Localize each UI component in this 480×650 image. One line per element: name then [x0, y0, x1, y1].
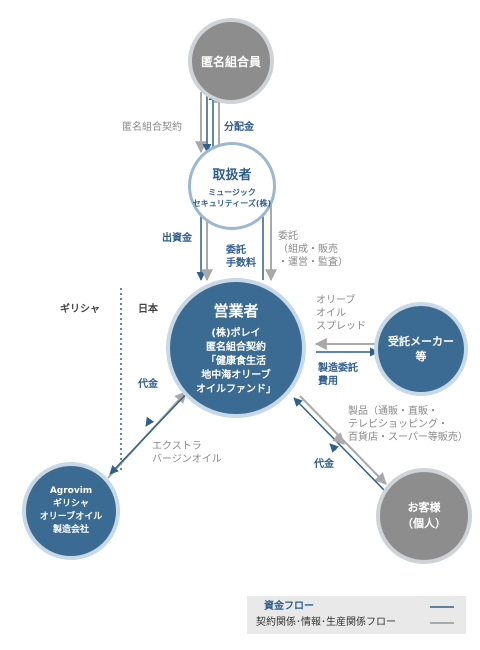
label-japan: 日本 — [138, 304, 158, 315]
handler-title: 取扱者 — [212, 167, 252, 183]
label-greece: ギリシャ — [60, 304, 100, 315]
money-line — [145, 416, 155, 427]
label-investment: 出資金 — [162, 233, 192, 244]
contract-line — [332, 432, 345, 445]
agrovim-node: Agrovim ギリシャ オリーブオイル 製造会社 — [22, 462, 120, 560]
label-price-left: 代金 — [138, 379, 158, 390]
legend-money-text: 資金フロー — [264, 601, 314, 612]
handler-subtitle: ミュージック セキュリティーズ(株) — [192, 187, 272, 208]
label-products: 製品（通販・直販・ テレビショッピング・ 百貨店・スーパー等販売） — [348, 406, 468, 443]
agrovim-label: Agrovim ギリシャ オリーブオイル 製造会社 — [39, 486, 103, 535]
label-olive-spread: オリーブ オイル スプレッド — [316, 295, 366, 332]
legend-box — [247, 596, 466, 634]
operator-title: 営業者 — [213, 301, 259, 320]
customer-label: お客様 （個人） — [402, 501, 446, 530]
label-entrust: 委託 （組成・販売 ・運営・監査） — [278, 231, 348, 268]
money-line — [109, 389, 191, 475]
label-fee: 委託 手数料 — [226, 245, 256, 269]
maker-label: 受託メーカー 等 — [388, 335, 454, 363]
legend-contract-text: 契約関係･情報･生産関係フロー — [256, 617, 396, 628]
customer-node: お客様 （個人） — [376, 468, 472, 564]
operator-body: (株)ポレイ 匿名組合契約 「健康食生活 地中海オリーブ オイルファンド」 — [196, 327, 276, 395]
label-contract: 匿名組合契約 — [122, 122, 182, 133]
operator-node: 営業者 (株)ポレイ 匿名組合契約 「健康食生活 地中海オリーブ オイルファンド… — [166, 278, 306, 418]
maker-node: 受託メーカー 等 — [374, 302, 468, 396]
label-price-right: 代金 — [314, 459, 334, 470]
investor-node: 匿名組合員 — [188, 18, 274, 104]
handler-node: 取扱者 ミュージック セキュリティーズ(株) — [188, 142, 276, 230]
investor-label: 匿名組合員 — [200, 54, 261, 69]
money-line — [329, 443, 339, 453]
label-extra-virgin: エクストラ バージンオイル — [152, 441, 222, 465]
label-manufacturing-fee: 製造委託 費用 — [318, 363, 358, 387]
label-distribution: 分配金 — [224, 122, 254, 133]
